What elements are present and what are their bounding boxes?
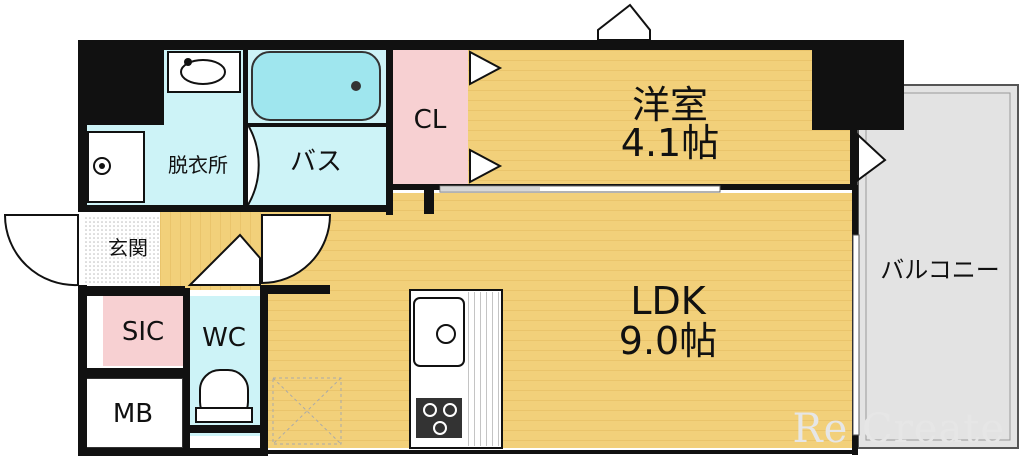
balcony-area [857, 84, 1019, 449]
ldk-floor [268, 193, 856, 448]
top-door [597, 3, 651, 41]
bathtub [248, 51, 386, 127]
kitchen-counter [409, 289, 503, 449]
door-swings [3, 124, 887, 287]
balcony-window [852, 234, 860, 436]
closet-floor [392, 50, 468, 185]
entrance-floor [85, 215, 160, 285]
washing-machine [87, 131, 145, 203]
sic-floor [103, 296, 183, 366]
closet-label: CL [414, 105, 447, 135]
washbasin [167, 51, 241, 93]
western-room-floor [468, 50, 856, 185]
toilet [195, 369, 253, 423]
void-marker [272, 377, 342, 445]
watermark: Re Create [793, 406, 1006, 452]
sic-label: SIC [122, 317, 164, 347]
ldk-size: 9.0帖 [619, 319, 717, 363]
wc-label: WC [202, 323, 246, 353]
western-room-name: 洋室 [632, 83, 708, 127]
balcony-label: バルコニー [880, 256, 1000, 284]
dressing-label: 脱衣所 [168, 153, 228, 177]
ldk-name: LDK [630, 279, 706, 323]
closet-doors [469, 50, 503, 184]
entrance-label: 玄関 [108, 236, 148, 260]
bath-label: バス [290, 147, 342, 177]
mb-label: MB [113, 399, 153, 429]
western-room-size: 4.1帖 [621, 121, 719, 165]
